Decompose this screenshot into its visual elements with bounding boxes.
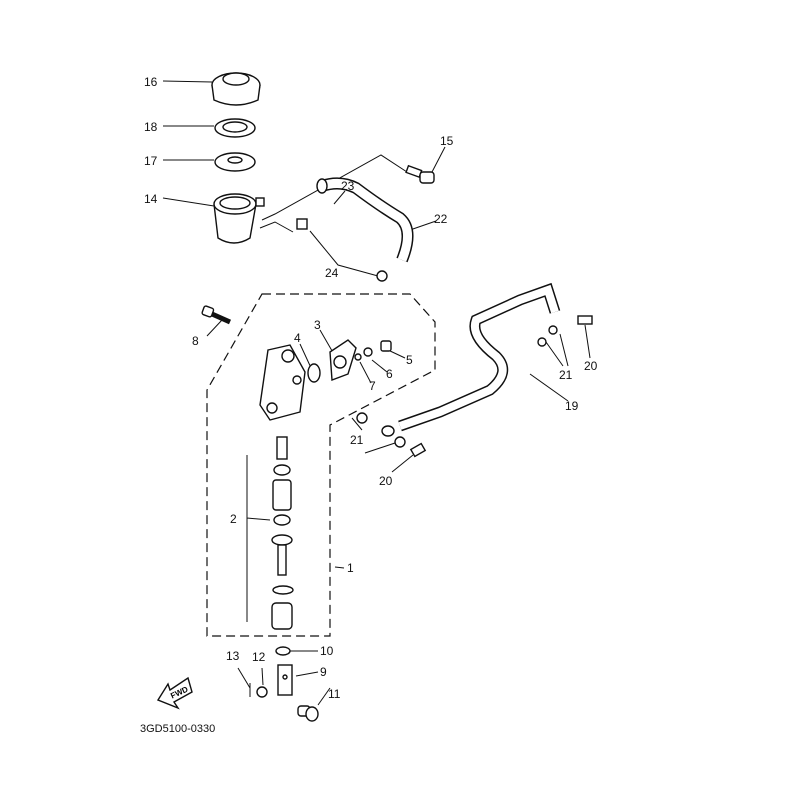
hose-clips xyxy=(296,218,388,282)
washers-screw xyxy=(354,340,392,361)
hose-joint xyxy=(329,339,357,381)
leader-lines xyxy=(162,80,591,706)
reservoir-bolt xyxy=(405,164,435,184)
callout-2: 2 xyxy=(230,512,237,526)
callout-20-upper: 20 xyxy=(584,359,598,373)
callout-20-lower: 20 xyxy=(379,474,393,488)
reservoir-tank xyxy=(213,193,265,244)
reservoir-cap xyxy=(211,72,261,106)
callout-22: 22 xyxy=(434,212,448,226)
callout-24: 24 xyxy=(325,266,339,280)
diaphragm xyxy=(214,152,256,172)
callout-16: 16 xyxy=(144,75,158,89)
fwd-arrow-icon: FWD xyxy=(156,676,193,710)
callout-8: 8 xyxy=(192,334,199,348)
union-bolts-washers xyxy=(356,315,593,458)
callout-14: 14 xyxy=(144,192,158,206)
diaphragm-holder xyxy=(214,118,256,138)
reservoir-hose xyxy=(316,177,414,263)
callout-9: 9 xyxy=(320,665,327,679)
callout-21-lower: 21 xyxy=(350,433,364,447)
brake-hose xyxy=(381,282,561,437)
callout-7: 7 xyxy=(369,379,376,393)
callout-18: 18 xyxy=(144,120,158,134)
callout-15: 15 xyxy=(440,134,454,148)
callout-23: 23 xyxy=(341,179,355,193)
callout-5: 5 xyxy=(406,353,413,367)
assembly-1-boundary xyxy=(206,293,436,637)
piston-kit xyxy=(271,436,294,630)
callout-1: 1 xyxy=(347,561,354,575)
callout-6: 6 xyxy=(386,367,393,381)
callout-12: 12 xyxy=(252,650,266,664)
callout-17: 17 xyxy=(144,154,158,168)
callout-13: 13 xyxy=(226,649,240,663)
mounting-bolt xyxy=(201,305,232,325)
callout-4: 4 xyxy=(294,331,301,345)
diagram-code: 3GD5100-0330 xyxy=(140,723,215,735)
callout-11: 11 xyxy=(328,687,341,701)
callout-19: 19 xyxy=(565,399,579,413)
clevis-parts xyxy=(249,646,319,722)
callout-3: 3 xyxy=(314,318,321,332)
callout-21-upper: 21 xyxy=(559,368,573,382)
callout-labels: 16 18 17 14 15 23 22 24 8 4 3 5 6 7 19 2… xyxy=(144,75,598,701)
callout-10: 10 xyxy=(320,644,334,658)
master-cylinder-body xyxy=(259,344,306,421)
o-ring xyxy=(307,363,321,383)
